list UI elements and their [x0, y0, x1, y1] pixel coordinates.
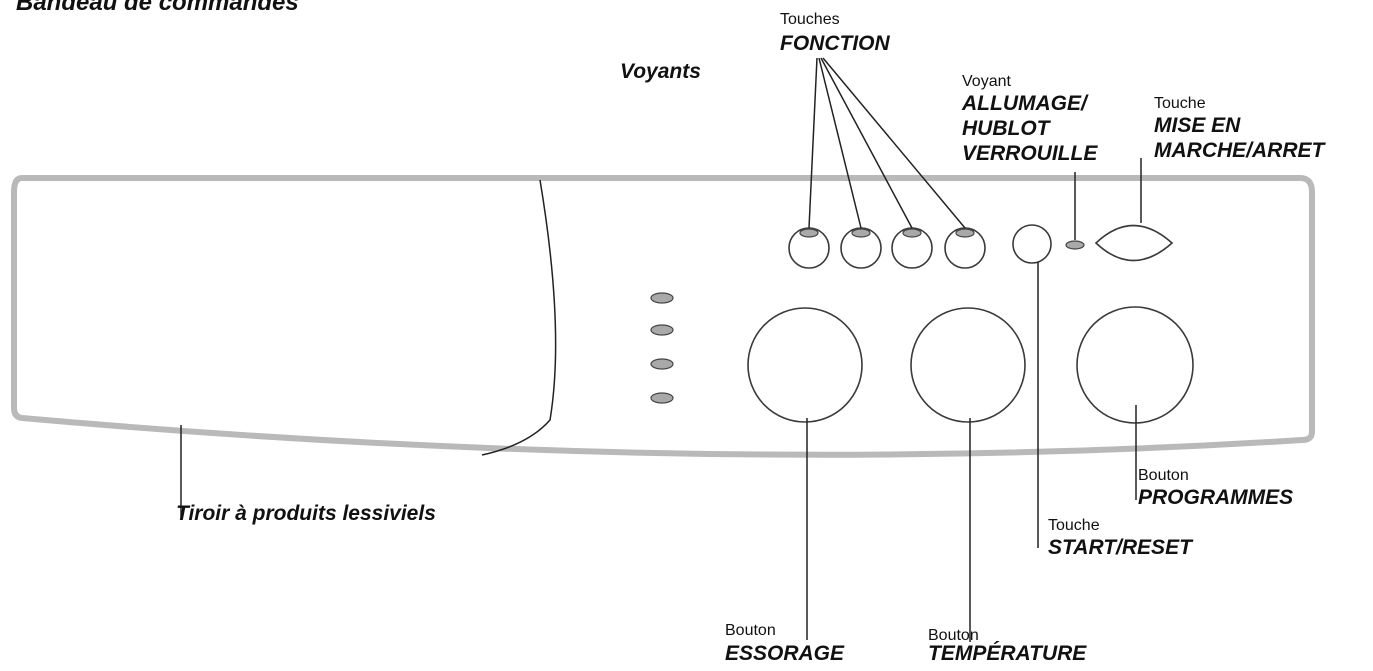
on-off-key-label-line-1: MISE EN: [1154, 114, 1241, 137]
function-keys-label-small: Touches: [780, 11, 840, 28]
spin-knob[interactable]: [747, 307, 863, 423]
indicator-light-4: [650, 392, 674, 404]
power-door-lock-light: [1065, 240, 1085, 250]
start-reset-key-label-small: Touche: [1048, 517, 1100, 534]
indicator-lights-label: Voyants: [620, 60, 701, 83]
power-light-label-line-2: HUBLOT: [962, 117, 1052, 140]
spin-knob-label-small: Bouton: [725, 622, 776, 639]
detergent-drawer-edge: [481, 179, 557, 456]
on-off-key-label-line-2: MARCHE/ARRET: [1154, 139, 1327, 162]
spin-knob-label: ESSORAGE: [725, 642, 845, 665]
programs-knob-label-small: Bouton: [1138, 467, 1189, 484]
diagram-title: Bandeau de commandes: [16, 0, 299, 16]
start-reset-key-label: START/RESET: [1048, 536, 1194, 559]
on-off-key-label-small: Touche: [1154, 95, 1206, 112]
temperature-knob-label-small: Bouton: [928, 627, 979, 644]
start-reset-button[interactable]: [1012, 224, 1052, 264]
indicator-light-1: [650, 292, 674, 304]
function-keys-label: FONCTION: [780, 32, 890, 55]
power-light-label-line-1: ALLUMAGE/: [961, 92, 1089, 115]
indicator-light-2: [650, 324, 674, 336]
function-button-4[interactable]: [944, 227, 986, 269]
detergent-drawer-label: Tiroir à produits lessiviels: [176, 502, 436, 525]
leader-lines: [180, 57, 1142, 642]
function-button-2[interactable]: [840, 227, 882, 269]
power-light-label-small: Voyant: [962, 73, 1011, 90]
power-on-off-button[interactable]: [1094, 224, 1174, 262]
programs-knob[interactable]: [1076, 306, 1194, 424]
temperature-knob[interactable]: [910, 307, 1026, 423]
programs-knob-label: PROGRAMMES: [1138, 486, 1293, 509]
indicator-light-3: [650, 358, 674, 370]
function-button-3[interactable]: [891, 227, 933, 269]
temperature-knob-label: TEMPÉRATURE: [928, 642, 1087, 665]
function-button-1[interactable]: [788, 227, 830, 269]
power-light-label-line-3: VERROUILLE: [962, 142, 1098, 165]
